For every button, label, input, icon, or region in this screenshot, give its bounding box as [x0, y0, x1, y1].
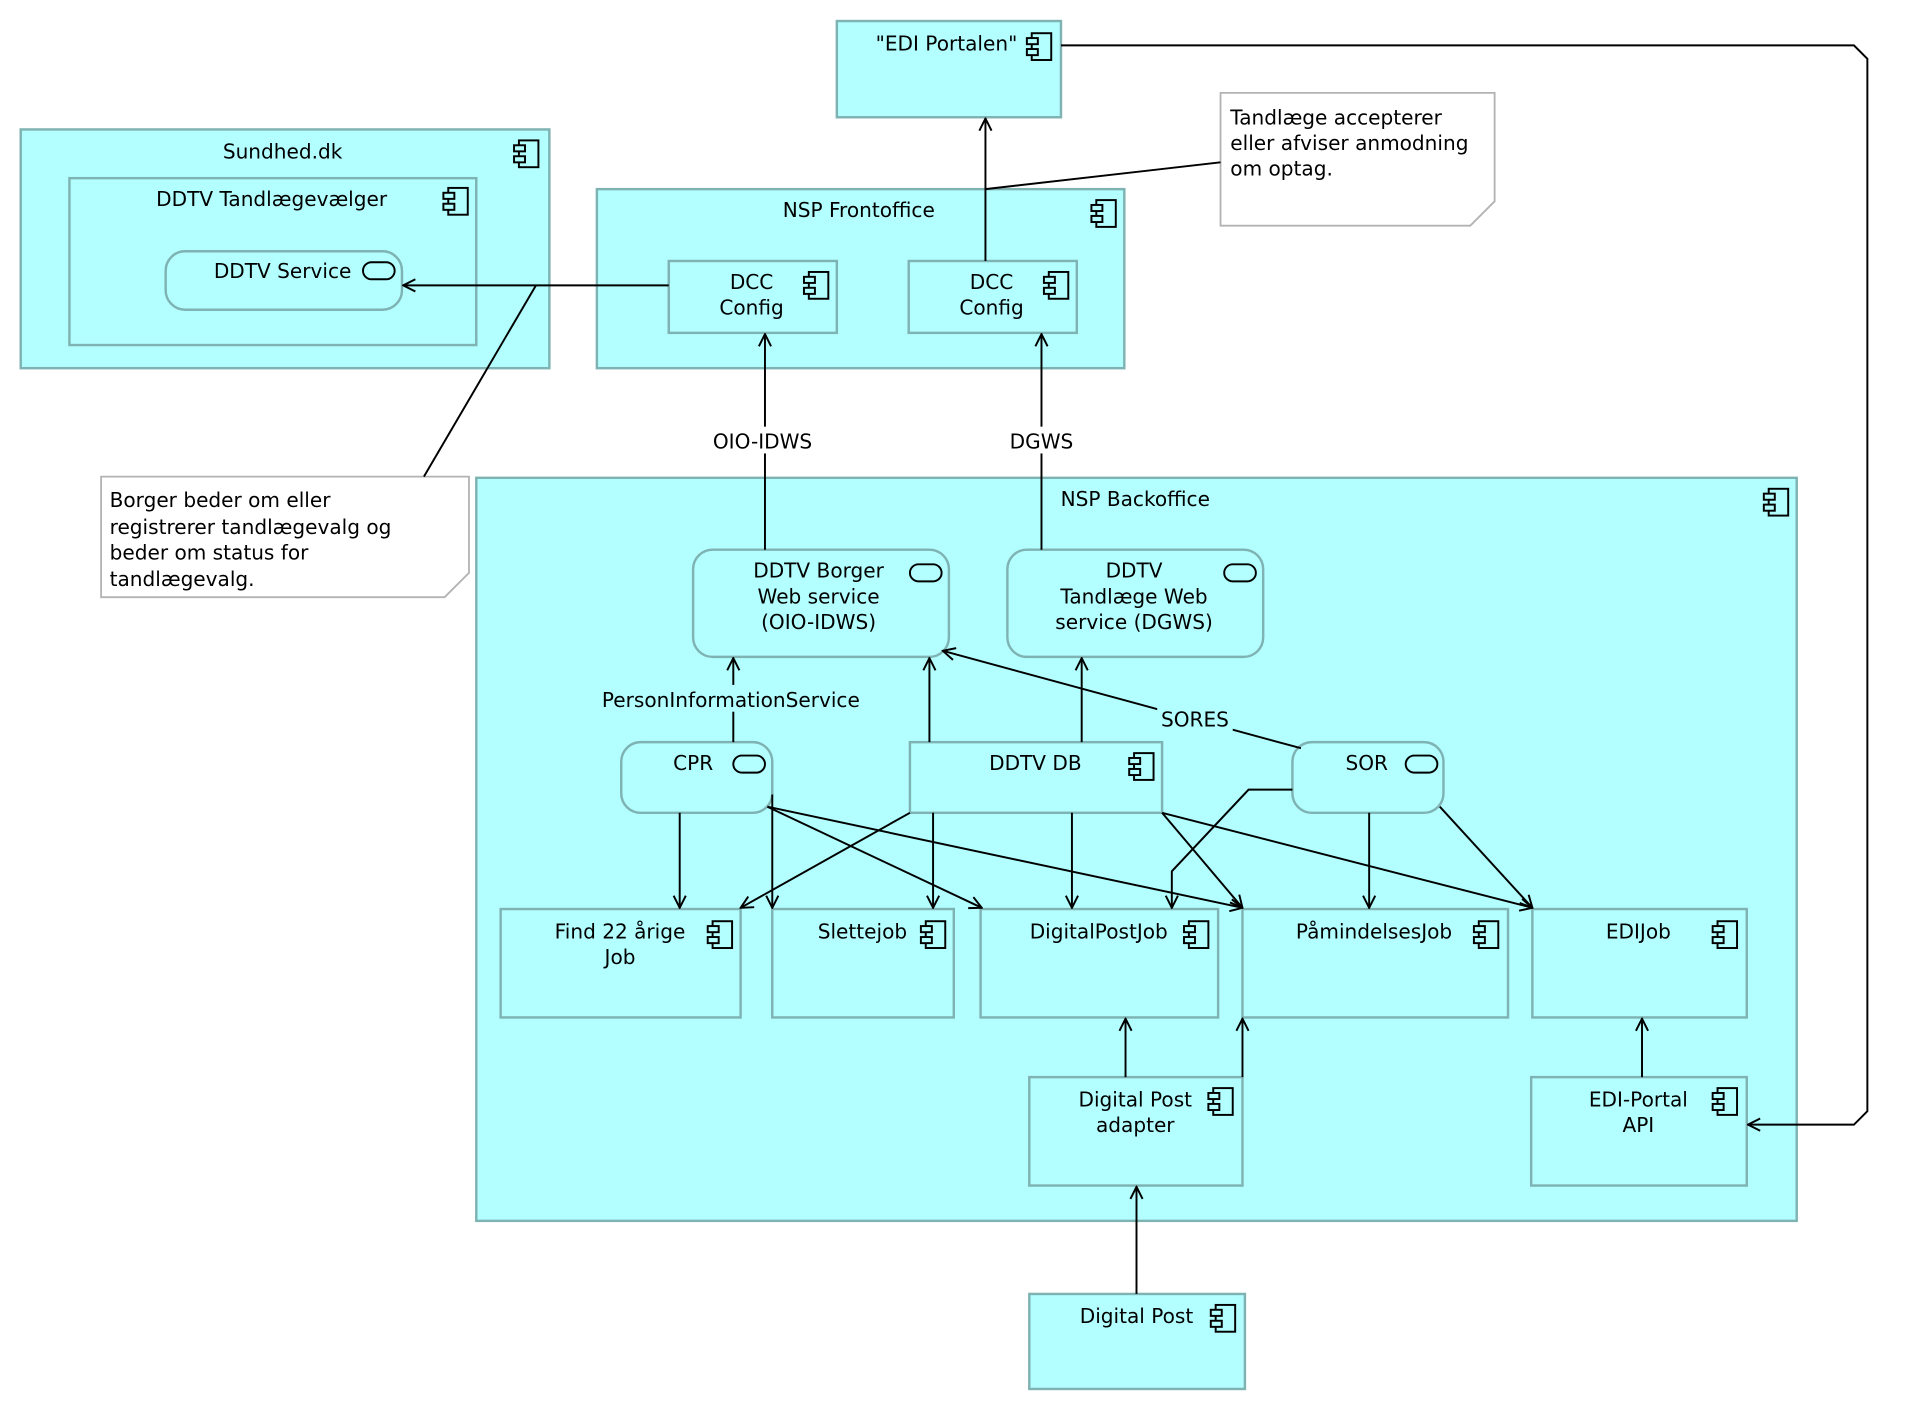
borger-ws-line3: (OIO-IDWS) [761, 610, 876, 634]
connector-db-to-find22 [741, 811, 911, 908]
digital-post-adapter-line1: Digital Post [1079, 1087, 1193, 1111]
dcc-config-1-node[interactable]: DCC Config [667, 259, 839, 335]
note-borger-line3: beder om status for [110, 540, 309, 564]
nsp-backoffice-title: NSP Backoffice [1061, 487, 1210, 511]
note-tandlaege-line2: eller afviser anmodning [1230, 131, 1468, 155]
note-borger-line2: registrerer tandlægevalg og [110, 515, 392, 539]
ddtv-service-label: DDTV Service [214, 259, 352, 283]
note-borger[interactable]: Borger beder om eller registrerer tandlæ… [100, 475, 470, 599]
connector-cpr-to-paamindelsesjob [767, 805, 1242, 908]
dcc-config-2-node[interactable]: DCC Config [907, 259, 1079, 335]
note-tandlaege-link [985, 161, 1221, 191]
connector-sor-to-edijob [1439, 806, 1533, 908]
nsp-frontoffice-title: NSP Frontoffice [783, 198, 935, 222]
tandlaegevaelger-title: DDTV Tandlægevælger [156, 187, 388, 211]
note-tandlaege-line3: om optag. [1230, 157, 1333, 181]
label-oio-idws: OIO-IDWS [713, 430, 812, 454]
digitalpostjob-label: DigitalPostJob [1030, 919, 1168, 943]
find22-line1: Find 22 årige [555, 919, 686, 943]
ddtv-service-node[interactable]: DDTV Service [164, 250, 404, 311]
service-icon [1223, 563, 1257, 583]
connector-db-to-edijob [1161, 811, 1532, 908]
tandlaege-ws-line3: service (DGWS) [1055, 610, 1213, 634]
sundhed-title: Sundhed.dk [223, 140, 343, 164]
slettejob-node[interactable]: Slettejob [771, 907, 955, 1019]
note-tandlaege[interactable]: Tandlæge accepterer eller afviser anmodn… [1219, 91, 1496, 227]
note-tandlaege-line1: Tandlæge accepterer [1229, 106, 1442, 130]
borger-ws-node[interactable]: DDTV Borger Web service (OIO-IDWS) [691, 548, 951, 659]
connector-db-to-paamindelsesjob [1161, 812, 1242, 908]
label-sores: SORES [1161, 707, 1229, 731]
note-borger-line4: tandlægevalg. [110, 567, 255, 591]
dcc-config-2-line1: DCC [970, 270, 1014, 294]
digitalpostjob-node[interactable]: DigitalPostJob [979, 907, 1220, 1019]
dcc-config-2-line2: Config [959, 296, 1023, 320]
service-icon [1404, 754, 1439, 774]
connector-sor-to-digitalpostjob [1172, 788, 1293, 908]
digital-post-adapter-node[interactable]: Digital Post adapter [1028, 1075, 1244, 1187]
borger-ws-line2: Web service [758, 584, 880, 608]
note-borger-link [423, 284, 537, 478]
edi-portal-api-line2: API [1622, 1113, 1654, 1137]
label-dgws: DGWS [1010, 430, 1074, 454]
borger-ws-line1: DDTV Borger [753, 559, 884, 583]
ddtv-db-node[interactable]: DDTV DB [908, 740, 1164, 815]
service-icon [908, 563, 943, 583]
dcc-config-1-line1: DCC [730, 270, 774, 294]
slettejob-label: Slettejob [818, 919, 907, 943]
find22-job-node[interactable]: Find 22 årige Job [499, 907, 742, 1019]
connector-sor-to-borger-ws [943, 651, 1302, 750]
dcc-config-1-line2: Config [719, 296, 783, 320]
digital-post-label: Digital Post [1080, 1304, 1194, 1328]
edi-portalen-label: "EDI Portalen" [876, 31, 1018, 55]
tandlaege-ws-line1: DDTV [1106, 559, 1163, 583]
sor-node[interactable]: SOR [1291, 740, 1445, 815]
edijob-label: EDIJob [1606, 919, 1671, 943]
cpr-node[interactable]: CPR [620, 740, 774, 815]
paamindelsesjob-label: PåmindelsesJob [1296, 919, 1452, 943]
connector-cpr-to-digitalpostjob [766, 805, 981, 908]
digital-post-node[interactable]: Digital Post [1028, 1292, 1247, 1391]
label-person-information-service: PersonInformationService [602, 688, 860, 712]
edi-portal-api-node[interactable]: EDI-Portal API [1529, 1075, 1748, 1187]
edi-portalen-node[interactable]: "EDI Portalen" [835, 19, 1063, 119]
connectors [403, 44, 1869, 1294]
paamindelsesjob-node[interactable]: PåmindelsesJob [1241, 907, 1510, 1019]
edijob-node[interactable]: EDIJob [1531, 907, 1748, 1019]
service-icon [732, 754, 766, 774]
note-borger-line1: Borger beder om eller [110, 488, 332, 512]
tandlaege-ws-node[interactable]: DDTV Tandlæge Web service (DGWS) [1006, 548, 1265, 659]
connector-labels: OIO-IDWS DGWS PersonInformationService S… [592, 426, 1233, 731]
service-icon [362, 261, 396, 281]
digital-post-adapter-line2: adapter [1096, 1113, 1175, 1137]
cpr-label: CPR [673, 751, 713, 775]
connector-edi-portalen-to-edi-api [1060, 44, 1869, 1124]
sor-label: SOR [1345, 751, 1388, 775]
edi-portal-api-line1: EDI-Portal [1589, 1087, 1688, 1111]
find22-line2: Job [603, 945, 636, 969]
ddtv-db-label: DDTV DB [989, 751, 1082, 775]
tandlaege-ws-line2: Tandlæge Web [1059, 584, 1207, 608]
